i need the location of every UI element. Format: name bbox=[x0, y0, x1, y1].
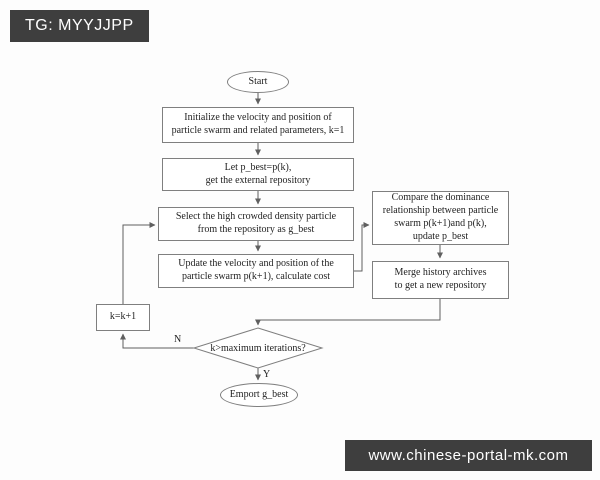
node-decision-label: k>maximum iterations? bbox=[210, 342, 306, 354]
node-export-gbest: Emport g_best bbox=[220, 383, 298, 407]
arrow-decision-no-to-increment bbox=[120, 333, 194, 349]
watermark-badge: www.chinese-portal-mk.com bbox=[345, 440, 592, 471]
arrow-increment-to-select bbox=[122, 222, 156, 304]
node-increment-k: k=k+1 bbox=[96, 304, 150, 331]
node-merge-archives: Merge history archives to get a new repo… bbox=[372, 261, 509, 299]
arrow-update-to-compare bbox=[354, 222, 370, 272]
node-select-gbest: Select the high crowded density particle… bbox=[158, 207, 354, 241]
node-let-pbest: Let p_best=p(k), get the external reposi… bbox=[162, 158, 354, 191]
node-update-velocity: Update the velocity and position of the … bbox=[158, 254, 354, 288]
edge-label-no: N bbox=[174, 334, 182, 345]
node-start: Start bbox=[227, 71, 289, 93]
edge-label-yes: Y bbox=[263, 369, 271, 380]
decision-diamond-shape bbox=[192, 327, 324, 369]
telegram-badge: TG: MYYJJPP bbox=[10, 10, 149, 42]
arrow-merge-to-decision bbox=[255, 299, 441, 326]
node-compare-dominance: Compare the dominance relationship betwe… bbox=[372, 191, 509, 245]
node-initialize: Initialize the velocity and position of … bbox=[162, 107, 354, 143]
